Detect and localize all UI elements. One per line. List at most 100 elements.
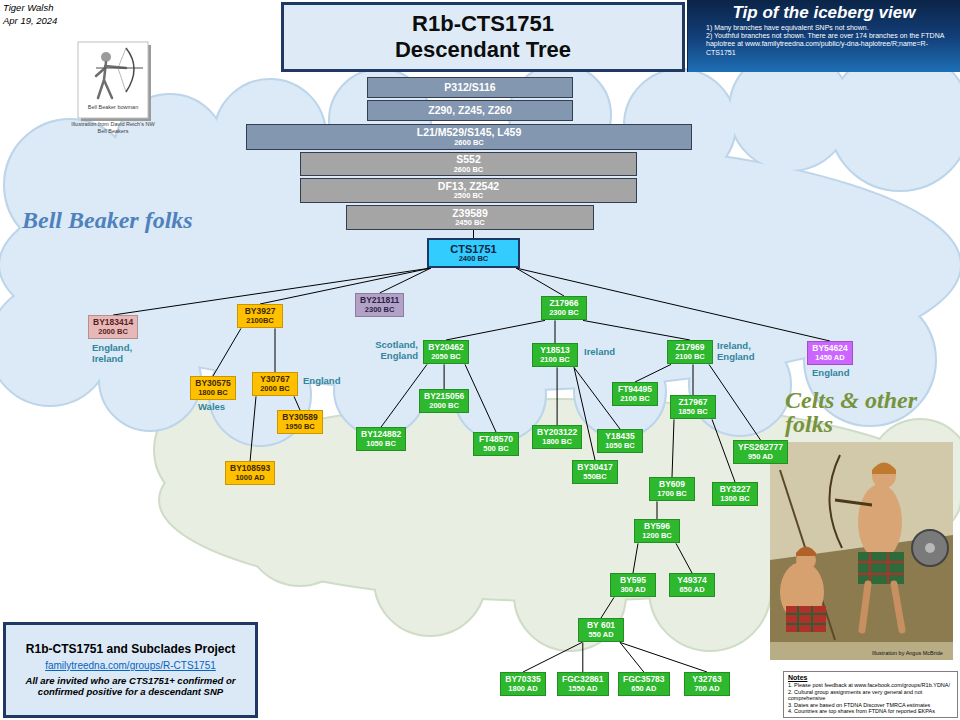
clade-box: FT944952100 BC <box>612 382 658 406</box>
snp-date: 2600 BC <box>454 139 484 147</box>
clade-name: BY211811 <box>360 296 399 306</box>
clade-name: FT94495 <box>618 385 652 395</box>
branch-line <box>260 268 431 304</box>
clade-date: 650 AD <box>679 586 704 595</box>
clade-box: BY6091700 BC <box>649 477 695 501</box>
tartan-stripes <box>786 606 826 632</box>
picture-earth <box>770 642 953 660</box>
clade-date: 1300 BC <box>720 495 750 504</box>
branch-line <box>583 320 690 340</box>
clade-box: BY204622050 BC <box>423 340 469 364</box>
clade-date: 700 AD <box>694 685 719 694</box>
clade-name: BY30589 <box>282 413 317 423</box>
info-panel: Tip of the iceberg view1) Many branches … <box>687 0 960 72</box>
clade-name: BY609 <box>659 480 685 490</box>
snp-bar: DF13, Z25422500 BC <box>300 178 637 203</box>
tartan <box>858 552 904 584</box>
branch-line <box>516 268 830 341</box>
country-label: Wales <box>198 402 225 413</box>
snp-name: L21/M529/S145, L459 <box>417 127 521 139</box>
clade-box: BY39272100BC <box>237 304 283 328</box>
snp-name: Z39589 <box>452 208 488 220</box>
snp-bar: P312/S116 <box>367 77 573 98</box>
shield <box>912 530 948 566</box>
shield-boss <box>925 543 935 553</box>
note-item: 3. Dates are based on FTDNA Discover TMR… <box>788 702 930 709</box>
snp-bar: L21/M529/S145, L4592600 BC <box>246 124 692 150</box>
branch-line <box>446 320 545 340</box>
clade-box: BY30417550BC <box>572 460 618 484</box>
branch-line <box>635 364 671 382</box>
illustration-caption: Bell Beaker bowman <box>80 104 146 111</box>
clade-box: Z179692100 BC <box>667 340 713 364</box>
clade-box: Y307672000 BC <box>252 372 298 396</box>
clade-box: BY305751800 BC <box>190 376 236 400</box>
clade-box: BY32271300 BC <box>712 482 758 506</box>
archer-body <box>858 484 902 560</box>
snp-name: DF13, Z2542 <box>438 181 499 193</box>
snp-bar: Z290, Z245, Z260 <box>367 100 573 121</box>
clade-box: BY546241450 AD <box>807 341 853 365</box>
project-link: familytreedna.com/groups/R-CTS1751 <box>45 660 216 672</box>
clade-box: BY1834142000 BC <box>88 315 138 339</box>
date-stamp: Apr 19, 2024 <box>3 15 57 26</box>
clade-date: 1050 BC <box>366 440 396 449</box>
panel-note: 2) Youthful branches not shown. There ar… <box>696 32 952 57</box>
clade-box: BY5961200 BC <box>634 519 680 543</box>
clade-name: Z17966 <box>550 299 579 309</box>
culture-label: Celts & other folks <box>785 388 953 436</box>
clade-date: 1800 BC <box>198 389 228 398</box>
clade-date: 2000 BC <box>98 328 128 337</box>
clade-date: 1950 BC <box>285 423 315 432</box>
archer-hair <box>872 463 896 475</box>
snp-date: 2450 BC <box>455 219 485 227</box>
clade-box: Y49374650 AD <box>669 573 715 597</box>
clade-box: BY 601550 AD <box>578 618 624 642</box>
clade-date: 1800 BC <box>542 438 572 447</box>
snp-name: S552 <box>456 154 481 166</box>
arrow-shaft <box>96 68 143 69</box>
country-label: England, Ireland <box>92 343 144 365</box>
country-label: England <box>812 368 849 379</box>
project-panel: R1b-CTS1751 and Subclades Projectfamilyt… <box>3 622 258 718</box>
clade-date: 1050 BC <box>605 442 635 451</box>
author-name: Tiger Walsh <box>3 2 53 13</box>
clade-date: 2050 BC <box>431 353 461 362</box>
archer-legs <box>862 584 902 630</box>
clade-name: BY183414 <box>93 318 133 328</box>
clade-box: FGC328611550 AD <box>557 672 609 696</box>
clade-date: 500 BC <box>483 445 508 454</box>
clade-date: 2100BC <box>246 317 274 326</box>
clade-date: 1550 AD <box>568 685 597 694</box>
branch-line <box>582 642 583 672</box>
clade-name: BY30575 <box>195 379 230 389</box>
clade-box: Y32763700 AD <box>684 672 730 696</box>
snp-date: 2400 BC <box>459 255 489 263</box>
branch-line <box>380 268 431 293</box>
clade-box: Y184351050 BC <box>597 429 643 453</box>
clade-box: Y185132100 BC <box>532 343 578 367</box>
clade-box: BY2031221800 BC <box>532 425 582 449</box>
branch-line <box>693 364 694 395</box>
branch-line <box>712 419 735 482</box>
clade-box: Z179671850 BC <box>670 395 716 419</box>
branch-line <box>465 364 496 432</box>
snp-bar: S5522600 BC <box>300 152 637 176</box>
notes-heading: Notes <box>788 674 807 682</box>
snp-bar: Z395892450 BC <box>346 205 594 230</box>
clade-box: BY703351800 AD <box>500 672 546 696</box>
panel-note: 1) Many branches have equivalent SNPs no… <box>696 24 952 32</box>
picture-ground <box>770 442 953 660</box>
clade-name: FT48570 <box>479 435 513 445</box>
clade-box: BY595300 AD <box>610 573 656 597</box>
clade-name: Y18513 <box>540 346 569 356</box>
clade-date: 300 AD <box>620 586 645 595</box>
country-label: Scotland, England <box>364 340 418 362</box>
country-label: Ireland <box>584 347 615 358</box>
clade-date: 2300 BC <box>549 309 579 318</box>
clade-name: BY108593 <box>230 464 270 474</box>
tartan <box>786 606 826 632</box>
country-label: Ireland, England <box>717 341 767 363</box>
branch-line <box>275 328 276 372</box>
